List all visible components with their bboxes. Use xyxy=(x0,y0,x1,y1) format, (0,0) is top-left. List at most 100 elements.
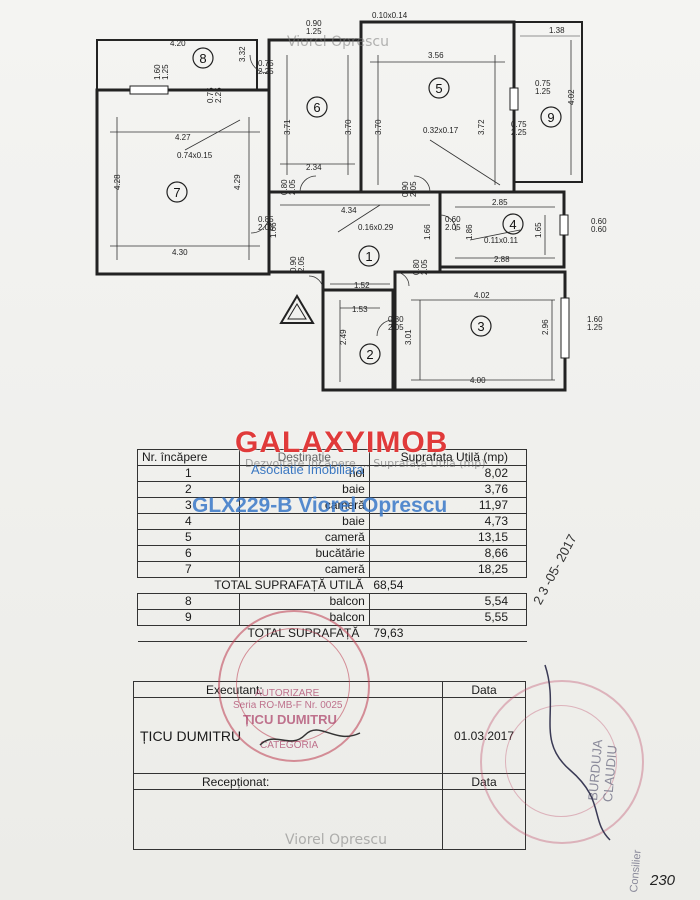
cell-area: 4,73 xyxy=(368,513,528,530)
dim-label: 0.752.25 xyxy=(206,87,223,103)
dim-label: 1.66 xyxy=(423,224,432,240)
room-number-7: 7 xyxy=(173,185,180,200)
room-number-2: 2 xyxy=(366,347,373,362)
dim-label: 2.49 xyxy=(339,329,348,345)
room-number-9: 9 xyxy=(547,110,554,125)
dim-label: 0.802.05 xyxy=(412,259,429,275)
receptionat-label: Recepționat: xyxy=(133,773,443,790)
room-number-6: 6 xyxy=(313,100,320,115)
watermark-top: Viorel Oprescu xyxy=(287,34,389,50)
dim-label: 3.72 xyxy=(477,119,486,135)
cell-area: 5,55 xyxy=(368,609,528,626)
dim-label: 0.74x0.15 xyxy=(177,151,213,160)
official-stamp xyxy=(480,680,644,844)
cell-area: 13,15 xyxy=(368,529,528,546)
dim-label: 3.71 xyxy=(283,119,292,135)
table-header-row: Nr. încăpere Destinație Suprafața Utilă … xyxy=(137,449,528,466)
dim-label: 1.65 xyxy=(534,222,543,238)
dim-label: 4.34 xyxy=(341,206,357,215)
dim-label: 0.802.05 xyxy=(280,179,297,195)
cell-nr: 7 xyxy=(137,561,240,578)
warning-triangle-icon xyxy=(279,294,315,324)
dim-label: 1.38 xyxy=(549,26,565,35)
cell-dest: balcon xyxy=(238,593,370,610)
official-signature xyxy=(544,664,611,841)
dim-label: 1.52 xyxy=(354,281,370,290)
cell-area: 5,54 xyxy=(368,593,528,610)
galaxyimob-logo: GALAXYIMOB Asociatie Imobiliara xyxy=(235,426,465,486)
dim-label: 1.66 xyxy=(269,222,278,238)
header-destination: Destinație xyxy=(238,449,370,466)
dim-label: 2.96 xyxy=(541,319,550,335)
room-number-3: 3 xyxy=(477,319,484,334)
total-util-label: TOTAL SUPRAFAȚĂ UTILĂ xyxy=(137,577,370,594)
dim-label: 1.601.25 xyxy=(153,64,170,80)
dim-label: 0.16x0.29 xyxy=(358,223,394,232)
cell-nr: 1 xyxy=(137,465,240,482)
dim-label: 0.902.05 xyxy=(401,181,418,197)
dim-label: 1.86 xyxy=(465,224,474,240)
total-util-value: 68,54 xyxy=(369,577,527,594)
area-table: Nr. încăpere Destinație Suprafața Utilă … xyxy=(137,449,528,642)
dim-label: 3.70 xyxy=(374,119,383,135)
watermark-bottom: Viorel Oprescu xyxy=(285,832,387,848)
official-stamp-inner xyxy=(505,705,617,817)
cell-nr: 6 xyxy=(137,545,240,562)
dim-label: 0.902.05 xyxy=(289,256,306,272)
header-nr: Nr. încăpere xyxy=(137,449,240,466)
cell-area: 11,97 xyxy=(368,497,528,514)
dim-label: 3.56 xyxy=(428,51,444,60)
logo-brand: GALAXYIMOB xyxy=(235,426,449,459)
watermark-table: Dezvoltare Încăpere ... Suprafața Utilă … xyxy=(245,457,486,470)
total-util-row: TOTAL SUPRAFAȚĂ UTILĂ 68,54 xyxy=(137,577,527,594)
cell-nr: 5 xyxy=(137,529,240,546)
listing-code: GLX229-B Viorel Oprescu xyxy=(192,494,448,517)
stamp-name: ȚICU DUMITRU xyxy=(243,712,337,727)
cell-dest: bucătărie xyxy=(238,545,370,562)
cell-dest: baie xyxy=(238,481,370,498)
cell-dest: cameră xyxy=(238,529,370,546)
handwritten-note: 230 xyxy=(650,872,676,889)
room-number-1: 1 xyxy=(365,249,372,264)
dim-label: 3.70 xyxy=(344,119,353,135)
room-number-5: 5 xyxy=(435,81,442,96)
dim-label: 4.02 xyxy=(474,291,490,300)
dim-label: 4.20 xyxy=(170,39,186,48)
dim-label: 4.02 xyxy=(567,89,576,105)
room-number-8: 8 xyxy=(199,51,206,66)
dim-label: 2.85 xyxy=(492,198,508,207)
dim-label: 4.30 xyxy=(172,248,188,257)
receptionat-empty xyxy=(133,789,443,850)
dim-label: 0.32x0.17 xyxy=(423,126,459,135)
dim-label: 0.10x0.14 xyxy=(372,11,408,20)
dim-label: 2.88 xyxy=(494,255,510,264)
dim-label: 3.01 xyxy=(404,329,413,345)
cell-area: 18,25 xyxy=(368,561,528,578)
dim-label: 4.27 xyxy=(175,133,191,142)
dim-label: 0.11x0.11 xyxy=(484,236,519,245)
cell-dest: cameră xyxy=(238,561,370,578)
cell-nr: 9 xyxy=(137,609,240,626)
dim-label: 1.53 xyxy=(352,305,368,314)
stamp-category: CATEGORIA xyxy=(260,740,319,751)
dim-label: 4.29 xyxy=(233,174,242,190)
